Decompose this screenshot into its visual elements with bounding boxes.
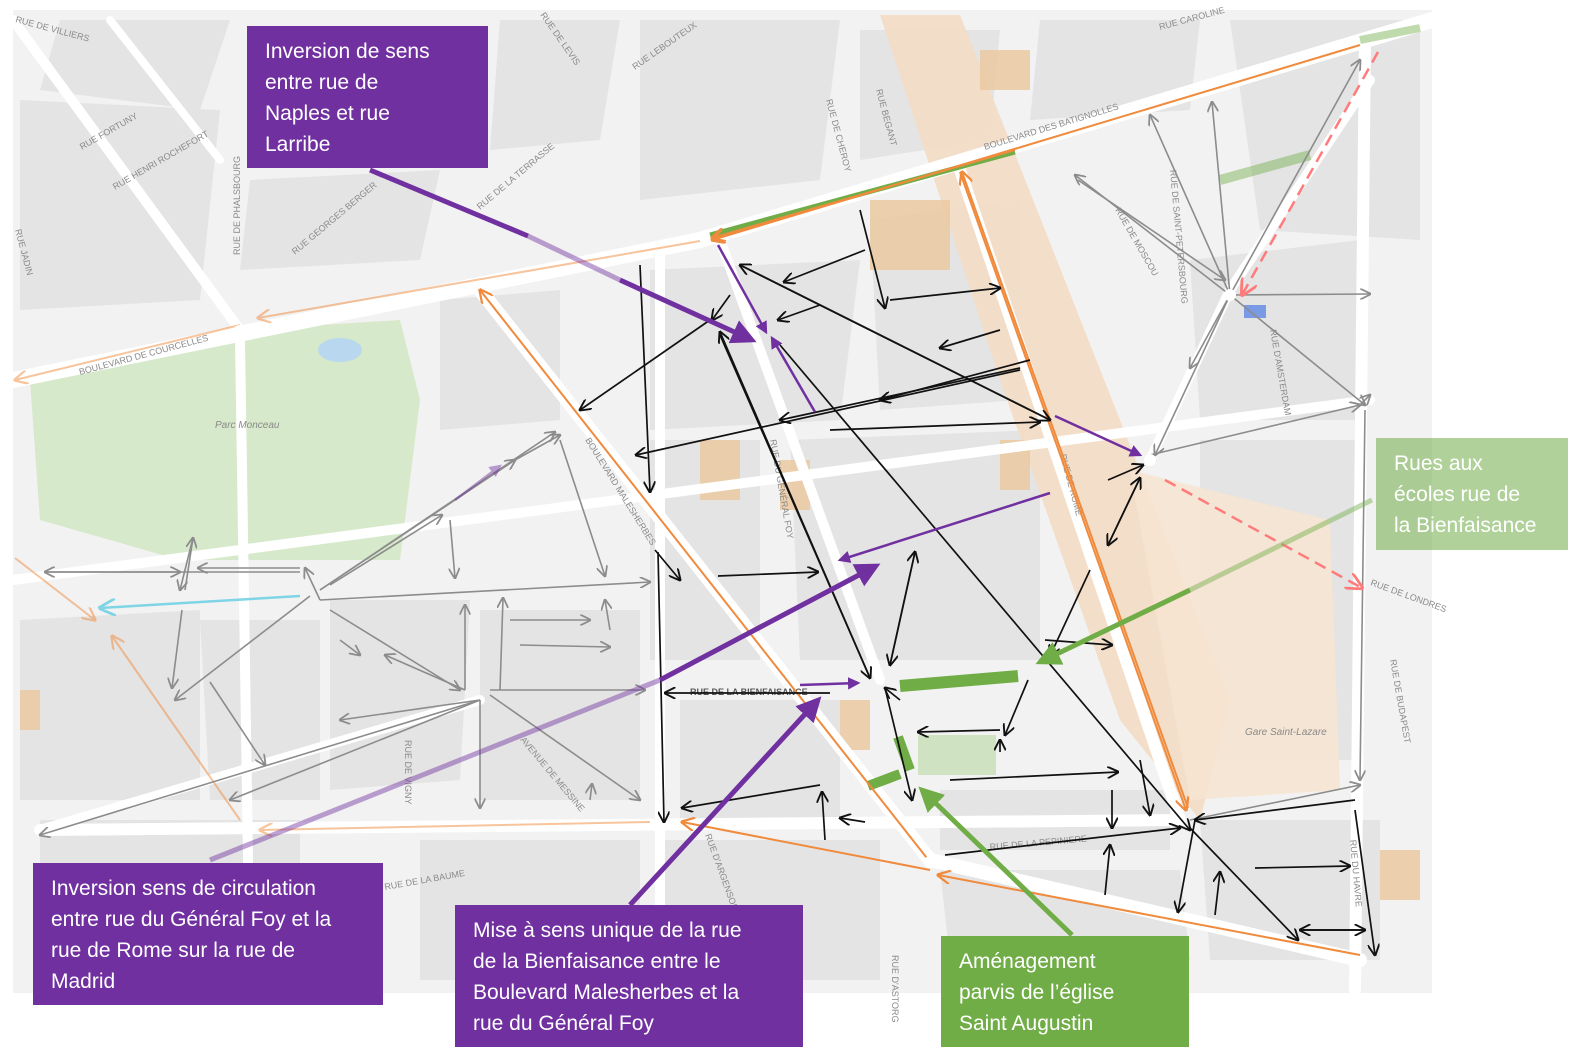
light-blue-arrow: [100, 594, 301, 608]
callout-line: de la Bienfaisance entre le: [473, 950, 721, 973]
park-pond: [318, 338, 362, 362]
green-street-segments: [709, 24, 1421, 791]
callout-line: parvis de l’église: [959, 981, 1115, 1004]
callout-line: Aménagement: [959, 950, 1096, 973]
blue-marker: [1244, 305, 1266, 318]
callout-line: entre rue de: [265, 71, 379, 94]
callout-line: Inversion de sens: [265, 40, 430, 63]
map-intersections: [232, 289, 1236, 868]
callout-line: Madrid: [51, 970, 116, 993]
callout-line: la Bienfaisance: [1394, 514, 1537, 537]
street-label: Parc Monceau: [215, 420, 280, 431]
callout-line: écoles rue de: [1394, 483, 1521, 506]
street-label: RUE D'ASTORG: [890, 955, 900, 1023]
callout-line: Boulevard Malesherbes et la: [473, 981, 740, 1004]
callout-naples-larribe: Inversion de sens entre rue de Naples et…: [247, 26, 488, 168]
callout-ecoles: Rues aux écoles rue de la Bienfaisance: [1376, 438, 1568, 550]
green-arrows: [918, 497, 1374, 937]
callout-line: Saint Augustin: [959, 1012, 1094, 1035]
callout-saint-augustin: Aménagement parvis de l’église Saint Aug…: [941, 936, 1189, 1047]
black-arrows: [580, 209, 1375, 955]
callout-line: Rues aux: [1394, 452, 1483, 475]
street-label: RUE DE LA BIENFAISANCE: [690, 687, 808, 697]
callout-line: Naples et rue: [265, 102, 390, 125]
callout-line: Mise à sens unique de la rue: [473, 919, 742, 942]
parc-monceau: [30, 320, 420, 560]
street-label: RUE DE VIGNY: [403, 740, 413, 805]
gare-saint-lazare-tracks: [880, 15, 1230, 820]
pink-dashed-arrows: [1164, 51, 1380, 588]
callout-line: Larribe: [265, 133, 331, 156]
callout-line: Inversion sens de circulation: [51, 877, 316, 900]
purple-arrows: [209, 167, 1143, 907]
callout-line: entre rue du Général Foy et la: [51, 908, 332, 931]
callout-line: rue du Général Foy: [473, 1012, 654, 1035]
callout-bienfaisance: Mise à sens unique de la rue de la Bienf…: [455, 905, 803, 1047]
orange-arrows: [15, 44, 1361, 956]
callout-line: rue de Rome sur la rue de: [51, 939, 295, 962]
street-label: RUE DE PHALSBOURG: [232, 156, 242, 255]
street-label: Gare Saint-Lazare: [1245, 727, 1327, 738]
callout-madrid: Inversion sens de circulation entre rue …: [33, 863, 383, 1005]
gare-saint-lazare-building: [1130, 470, 1340, 800]
